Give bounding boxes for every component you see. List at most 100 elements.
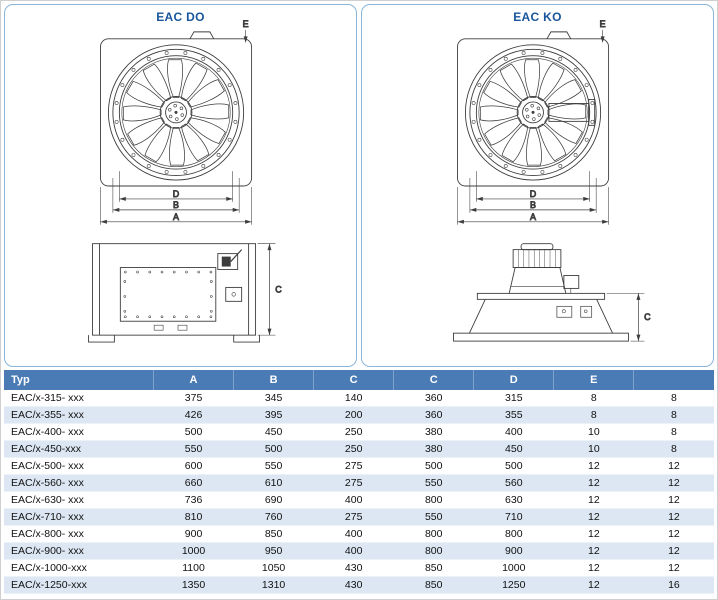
value-cell: 550 — [153, 440, 234, 458]
value-cell: 500 — [233, 440, 314, 458]
value-cell: 500 — [393, 457, 474, 475]
value-cell: 760 — [233, 508, 314, 526]
value-cell: 630 — [473, 491, 554, 509]
value-cell: 850 — [233, 525, 314, 543]
type-cell: EAC/x-315- xxx — [4, 390, 154, 407]
type-cell: EAC/x-400- xxx — [4, 423, 154, 441]
dim-label-c: C — [275, 284, 282, 294]
value-cell: 500 — [473, 457, 554, 475]
dim-label-d: D — [530, 189, 537, 199]
value-cell: 200 — [313, 406, 394, 424]
value-cell: 450 — [233, 423, 314, 441]
value-cell: 12 — [633, 508, 714, 526]
value-cell: 710 — [473, 508, 554, 526]
value-cell: 560 — [473, 474, 554, 492]
value-cell: 1350 — [153, 576, 234, 594]
value-cell: 12 — [553, 576, 634, 594]
value-cell: 8 — [633, 440, 714, 458]
value-cell: 600 — [153, 457, 234, 475]
type-cell: EAC/x-1250-xxx — [4, 576, 154, 594]
value-cell: 8 — [633, 406, 714, 424]
dim-label-c: C — [644, 312, 651, 322]
value-cell: 12 — [633, 491, 714, 509]
dim-label-b: B — [530, 200, 536, 210]
type-cell: EAC/x-800- xxx — [4, 525, 154, 543]
value-cell: 12 — [633, 542, 714, 560]
value-cell: 430 — [313, 576, 394, 594]
type-cell: EAC/x-560- xxx — [4, 474, 154, 492]
dim-label-e: E — [600, 19, 606, 29]
value-cell: 550 — [393, 508, 474, 526]
value-cell: 8 — [633, 390, 714, 407]
column-header-7 — [633, 370, 714, 390]
value-cell: 275 — [313, 474, 394, 492]
value-cell: 1050 — [233, 559, 314, 577]
column-header-1: A — [153, 370, 235, 390]
value-cell: 12 — [553, 508, 634, 526]
type-cell: EAC/x-630- xxx — [4, 491, 154, 509]
value-cell: 950 — [233, 542, 314, 560]
dim-label-e: E — [243, 19, 249, 29]
value-cell: 12 — [633, 474, 714, 492]
value-cell: 12 — [553, 457, 634, 475]
value-cell: 10 — [553, 423, 634, 441]
type-cell: EAC/x-1000-xxx — [4, 559, 154, 577]
value-cell: 12 — [553, 559, 634, 577]
value-cell: 1100 — [153, 559, 234, 577]
value-cell: 430 — [313, 559, 394, 577]
column-header-0: Typ — [4, 370, 154, 390]
type-cell: EAC/x-500- xxx — [4, 457, 154, 475]
value-cell: 810 — [153, 508, 234, 526]
type-cell: EAC/x-900- xxx — [4, 542, 154, 560]
panel-title-eac-ko: EAC KO — [513, 10, 562, 24]
value-cell: 800 — [393, 491, 474, 509]
value-cell: 400 — [313, 542, 394, 560]
value-cell: 8 — [633, 423, 714, 441]
value-cell: 426 — [153, 406, 234, 424]
value-cell: 660 — [153, 474, 234, 492]
value-cell: 900 — [153, 525, 234, 543]
dim-label-a: A — [173, 212, 179, 222]
value-cell: 500 — [153, 423, 234, 441]
value-cell: 345 — [233, 390, 314, 407]
value-cell: 12 — [553, 474, 634, 492]
value-cell: 16 — [633, 576, 714, 594]
value-cell: 140 — [313, 390, 394, 407]
panel-title-eac-do: EAC DO — [156, 10, 205, 24]
value-cell: 12 — [633, 559, 714, 577]
value-cell: 736 — [153, 491, 234, 509]
value-cell: 400 — [313, 491, 394, 509]
value-cell: 380 — [393, 423, 474, 441]
value-cell: 250 — [313, 440, 394, 458]
column-header-5: D — [473, 370, 555, 390]
value-cell: 1250 — [473, 576, 554, 594]
value-cell: 360 — [393, 390, 474, 407]
column-header-3: C — [313, 370, 395, 390]
value-cell: 12 — [633, 457, 714, 475]
value-cell: 355 — [473, 406, 554, 424]
value-cell: 800 — [393, 525, 474, 543]
value-cell: 850 — [393, 559, 474, 577]
value-cell: 275 — [313, 457, 394, 475]
value-cell: 12 — [553, 525, 634, 543]
value-cell: 395 — [233, 406, 314, 424]
dim-label-d: D — [173, 189, 180, 199]
